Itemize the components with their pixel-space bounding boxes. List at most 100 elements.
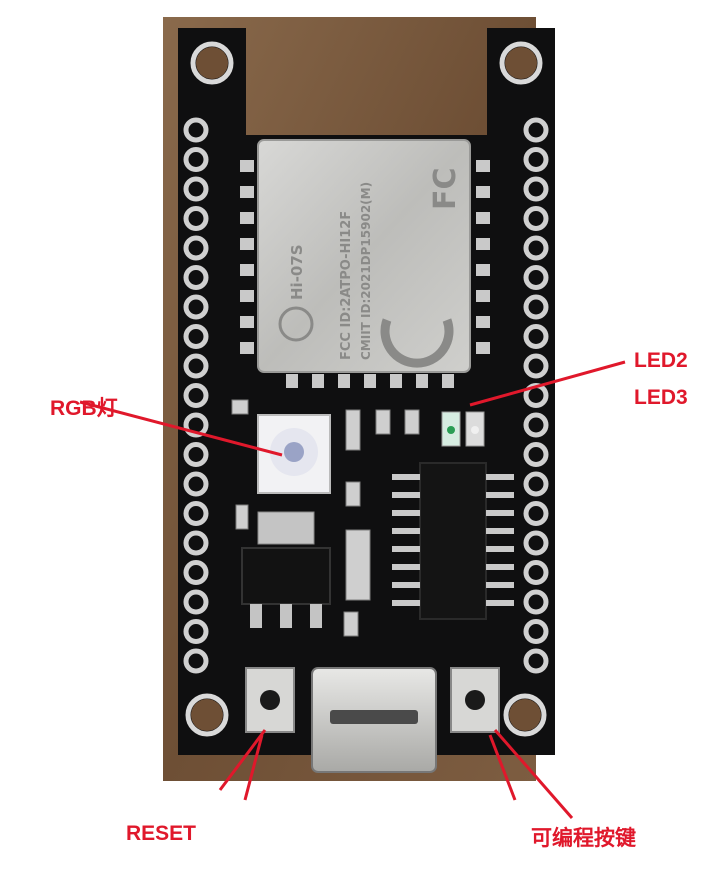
module-pad bbox=[476, 160, 490, 172]
module-pad bbox=[240, 160, 254, 172]
header-pin bbox=[183, 589, 209, 615]
module-pad bbox=[240, 238, 254, 250]
header-pin bbox=[523, 176, 549, 202]
chip-pin bbox=[486, 528, 514, 534]
header-pin bbox=[183, 353, 209, 379]
prog-arrow-2 bbox=[493, 729, 574, 819]
programmable-button bbox=[450, 667, 500, 733]
chip-pin bbox=[392, 492, 420, 498]
header-pin bbox=[523, 442, 549, 467]
chip-pin bbox=[392, 528, 420, 534]
module-pad bbox=[476, 186, 490, 198]
header-pin bbox=[183, 294, 209, 320]
header-pin bbox=[183, 206, 209, 231]
module-pad bbox=[476, 342, 490, 354]
rgb-led-label: RGB灯 bbox=[50, 397, 118, 420]
header-pin bbox=[183, 147, 209, 172]
module-pad bbox=[476, 238, 490, 250]
header-pin bbox=[183, 501, 209, 526]
module-pad bbox=[476, 316, 490, 328]
header-pin bbox=[183, 324, 209, 349]
module-pads bbox=[240, 160, 490, 388]
reset-button bbox=[245, 667, 295, 733]
module-pad bbox=[476, 212, 490, 224]
module-pad bbox=[442, 374, 454, 388]
chip-pin bbox=[392, 510, 420, 516]
ce-mark bbox=[380, 318, 454, 368]
module-pad bbox=[312, 374, 324, 388]
header-pin bbox=[183, 648, 209, 674]
header-pin bbox=[523, 589, 549, 615]
module-pad bbox=[240, 186, 254, 198]
voltage-regulator bbox=[241, 547, 331, 605]
header-pin bbox=[523, 294, 549, 320]
header-pin bbox=[523, 353, 549, 379]
chip-pin bbox=[486, 582, 514, 588]
header-pin bbox=[183, 265, 209, 290]
module-pad bbox=[286, 374, 298, 388]
module-pad bbox=[476, 264, 490, 276]
module-pad bbox=[390, 374, 402, 388]
chip-pin bbox=[392, 546, 420, 552]
module-pad bbox=[240, 316, 254, 328]
chip-pin bbox=[486, 600, 514, 606]
module-pad bbox=[476, 290, 490, 302]
usb-uart-chip bbox=[419, 462, 487, 620]
led2-label: LED2 bbox=[634, 349, 688, 372]
header-pin bbox=[183, 176, 209, 202]
chip-pin bbox=[486, 492, 514, 498]
header-pin bbox=[523, 206, 549, 231]
module-pad bbox=[338, 374, 350, 388]
header-pin bbox=[523, 412, 549, 438]
header-pin bbox=[183, 560, 209, 585]
header-pin bbox=[183, 442, 209, 467]
module-pad bbox=[364, 374, 376, 388]
module-cmiit-text: CMIIT ID:2021DP15902(M) bbox=[359, 182, 373, 360]
header-pin bbox=[183, 471, 209, 497]
chip-pin bbox=[486, 546, 514, 552]
header-pin bbox=[183, 235, 209, 261]
header-pin bbox=[523, 147, 549, 172]
chip-pin bbox=[486, 510, 514, 516]
led3-label: LED3 bbox=[634, 386, 688, 409]
right-pin-header bbox=[523, 117, 549, 674]
module-pad bbox=[240, 290, 254, 302]
header-pin bbox=[523, 530, 549, 556]
header-pin bbox=[183, 530, 209, 556]
header-pin bbox=[523, 265, 549, 290]
module-pad bbox=[240, 212, 254, 224]
chip-pin bbox=[392, 582, 420, 588]
header-pin bbox=[523, 648, 549, 674]
header-pin bbox=[523, 471, 549, 497]
module-model-text: Hi-07S bbox=[288, 244, 306, 300]
prog-arrow-1 bbox=[488, 734, 517, 801]
rgb-arrow bbox=[79, 400, 283, 457]
chip-pin bbox=[392, 600, 420, 606]
mounting-holes bbox=[185, 41, 547, 737]
left-pin-header bbox=[183, 117, 209, 674]
pcb bbox=[178, 28, 555, 755]
wifi-module-shield bbox=[257, 139, 471, 373]
reset-label: RESET bbox=[126, 822, 197, 845]
header-pin bbox=[523, 324, 549, 349]
ai-logo bbox=[278, 306, 314, 342]
module-pad bbox=[240, 264, 254, 276]
header-pin bbox=[523, 235, 549, 261]
chip-pin bbox=[486, 474, 514, 480]
header-pin bbox=[523, 501, 549, 526]
reset-arrow-1 bbox=[218, 729, 267, 791]
header-pin bbox=[183, 117, 209, 143]
module-pad bbox=[240, 342, 254, 354]
header-pin bbox=[183, 619, 209, 644]
fc-mark: FC bbox=[428, 167, 463, 210]
header-pin bbox=[523, 619, 549, 644]
header-pin bbox=[183, 383, 209, 408]
programmable-button-label: 可编程按键 bbox=[531, 827, 636, 850]
module-fcc-text: FCC ID:2ATPO-HI12F bbox=[339, 211, 354, 360]
module-pad bbox=[416, 374, 428, 388]
led-arrow bbox=[469, 360, 626, 407]
chip-pin bbox=[486, 564, 514, 570]
header-pin bbox=[183, 412, 209, 438]
smd-components bbox=[231, 399, 420, 637]
